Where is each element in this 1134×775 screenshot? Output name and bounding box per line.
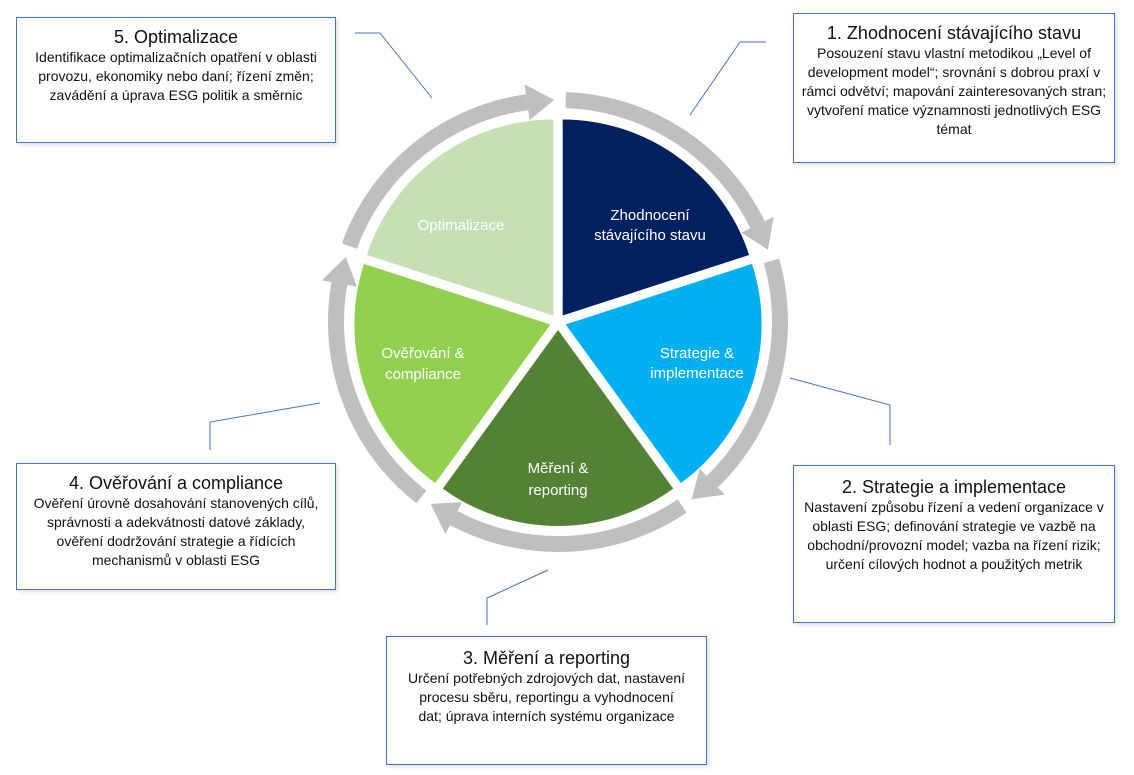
pie-slice-5 — [366, 119, 554, 316]
step-title-4: 4. Ověřování a compliance — [68, 473, 284, 493]
callout-lines — [209, 32, 891, 625]
pie-slices — [354, 119, 762, 526]
slice-label-1b: stávajícího stavu — [594, 227, 706, 244]
cycle-arrowhead-5 — [321, 257, 358, 287]
callout-line-3 — [486, 569, 549, 625]
slice-label-2b: implementace — [650, 365, 743, 382]
step-box-1: 1. Zhodnocení stávajícího stavu Posouzen… — [793, 13, 1115, 163]
callout-line-1 — [689, 41, 766, 116]
pie-slice-1 — [562, 119, 750, 316]
cycle-arrow-shaft-4 — [450, 499, 687, 552]
step-text-4: Ověření úrovně dosahování stanovených cí… — [33, 495, 319, 568]
step-title-1: 1. Zhodnocení stávajícího stavu — [826, 23, 1082, 43]
callout-line-5 — [355, 32, 433, 99]
pie-slice-3 — [442, 330, 674, 526]
callout-line-2 — [789, 377, 891, 445]
step-box-2: 2. Strategie a implementace Nastavení zp… — [793, 465, 1115, 623]
pie-slice-4 — [354, 263, 551, 484]
cycle-arrowhead-4 — [430, 502, 463, 534]
cycle-arrows — [321, 84, 788, 552]
step-title-2: 2. Strategie a implementace — [841, 477, 1067, 497]
step-title-5: 5. Optimalizace — [113, 27, 239, 47]
slice-labels: Zhodnocení stávajícího stavu Strategie &… — [381, 207, 743, 499]
cycle-arrow-shaft-5 — [328, 282, 427, 504]
slice-label-4b: compliance — [385, 366, 461, 383]
pie-slice-2 — [565, 263, 762, 484]
slice-label-3a: Měření & — [528, 460, 589, 477]
cycle-arrowhead-1 — [524, 84, 555, 120]
cycle-arrow-shaft-3 — [706, 258, 788, 488]
slice-label-3b: reporting — [528, 482, 587, 499]
step-text-3: Určení potřebných zdrojových dat, nastav… — [407, 670, 686, 724]
cycle-arrowhead-2 — [741, 216, 774, 250]
slice-label-5: Optimalizace — [418, 217, 505, 234]
callout-line-4 — [209, 402, 321, 450]
cycle-arrowhead-3 — [691, 468, 725, 500]
step-text-2: Nastavení způsobu řízení a vedení organi… — [804, 499, 1104, 572]
step-title-3: 3. Měření a reporting — [462, 648, 631, 668]
cycle-arrow-shaft-2 — [565, 92, 765, 229]
step-text-5: Identifikace optimalizačních opatření v … — [35, 49, 317, 103]
step-box-3: 3. Měření a reporting Určení potřebných … — [386, 636, 707, 765]
cycle-arrow-shaft-1 — [341, 94, 529, 249]
slice-label-1a: Zhodnocení — [610, 207, 690, 224]
slice-label-4a: Ověřování & — [381, 345, 464, 362]
step-box-5: 5. Optimalizace Identifikace optimalizač… — [16, 17, 336, 143]
step-text-1: Posouzení stavu vlastní metodikou „Level… — [801, 45, 1107, 137]
slice-label-2a: Strategie & — [660, 345, 734, 362]
step-box-4: 4. Ověřování a compliance Ověření úrovně… — [16, 463, 336, 590]
